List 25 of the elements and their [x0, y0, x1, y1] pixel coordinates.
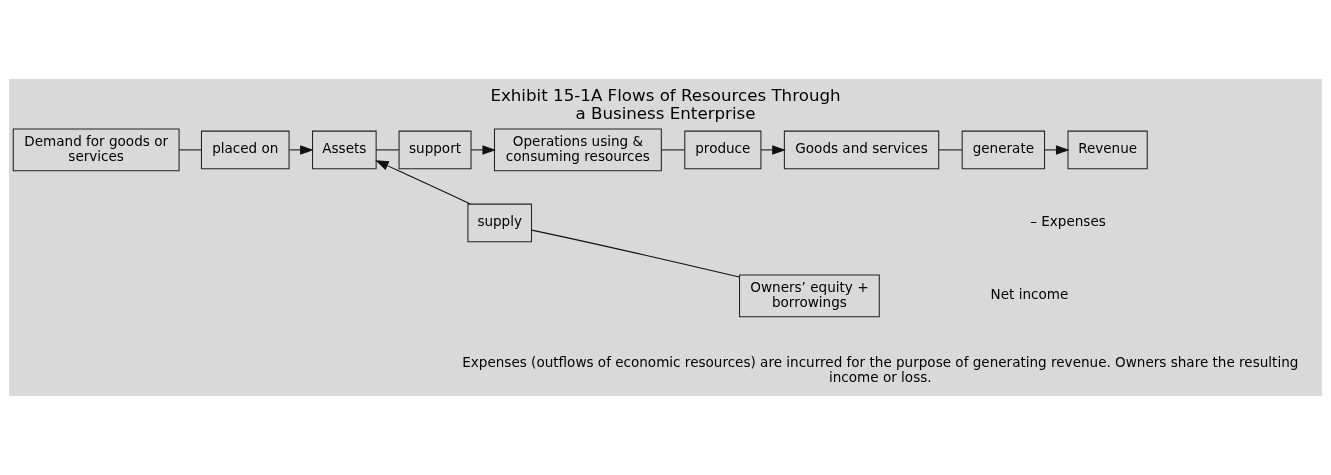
- node-box: support: [398, 130, 472, 170]
- connector: [531, 229, 740, 278]
- node-box: Assets: [312, 130, 377, 170]
- label: – Expenses: [1030, 213, 1106, 230]
- connector: [938, 149, 963, 151]
- node-box: supply: [467, 203, 532, 243]
- node-box: generate: [961, 130, 1046, 170]
- node-box: Owners’ equity + borrowings: [739, 274, 880, 318]
- diagram-title: Exhibit 15-1A Flows of Resources Through a Business Enterprise: [490, 85, 841, 124]
- caption: Expenses (outflows of economic resources) are incurred for the purpose of generating revenue. Owners share the resulting income or loss.: [462, 354, 1299, 385]
- arrow: [1044, 145, 1070, 155]
- arrow: [470, 145, 496, 155]
- node-box: Revenue: [1067, 130, 1148, 170]
- arrow: [288, 145, 314, 155]
- node-box: produce: [684, 130, 762, 170]
- arrow: [375, 160, 471, 205]
- node-box: Demand for goods or services: [12, 128, 180, 172]
- arrow: [760, 145, 786, 155]
- node-box: placed on: [200, 130, 290, 170]
- connector: [375, 149, 400, 151]
- connector: [660, 149, 685, 151]
- connector: [178, 149, 202, 151]
- node-box: Operations using & consuming resources: [493, 128, 662, 172]
- label: Net income: [990, 286, 1069, 303]
- node-box: Goods and services: [783, 130, 940, 170]
